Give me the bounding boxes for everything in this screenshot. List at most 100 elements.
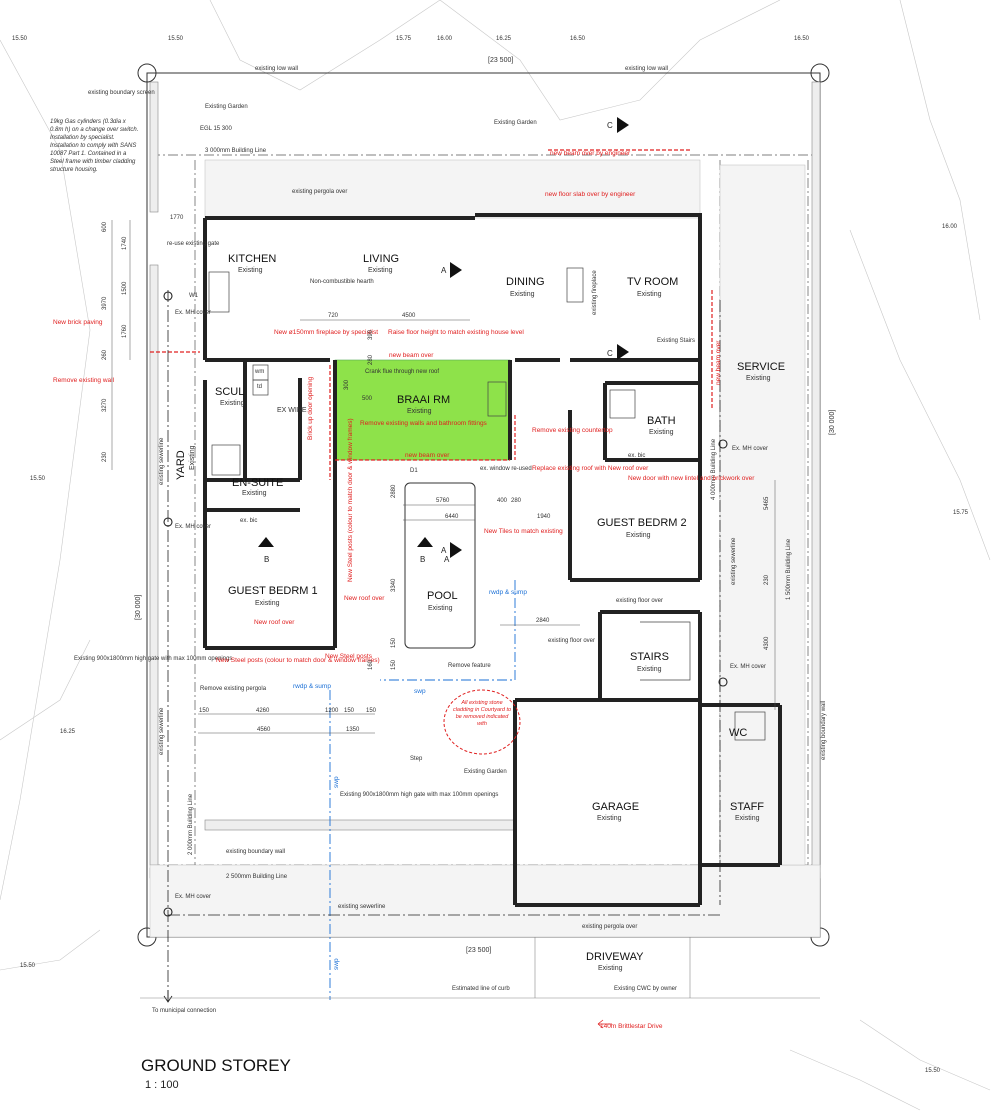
room-status: Existing: [220, 400, 245, 407]
drainage-lines: [329, 580, 516, 1000]
dimension: 150: [344, 708, 355, 714]
room-name: DRIVEWAY: [586, 951, 644, 963]
dimension: 5465: [764, 496, 770, 510]
note: td: [257, 384, 262, 390]
note: existing low wall: [625, 66, 668, 72]
red-note: New door with new lintel and brickwork o…: [628, 475, 755, 482]
room-status: Existing: [637, 291, 662, 298]
red-note: New Steel posts: [325, 653, 373, 660]
note: D1: [410, 468, 418, 474]
note: existing sewerline: [338, 904, 386, 910]
blue-note: rwdp & sump: [293, 683, 331, 690]
room-name: EN-SUITE: [232, 477, 283, 489]
note: wm: [254, 369, 264, 375]
red-note: Raise floor height to match existing hou…: [388, 329, 524, 336]
room-status: Existing: [255, 600, 280, 607]
drawing-title: GROUND STOREY: [141, 1056, 291, 1075]
dimension: 2840: [536, 618, 550, 624]
room-status: Existing: [598, 965, 623, 972]
site-depth-right: [30 000]: [829, 410, 836, 435]
note: Existing Garden: [494, 120, 537, 126]
dimension: 260: [102, 349, 108, 360]
red-note: New roof over: [254, 619, 295, 626]
room-name: GUEST BEDRM 1: [228, 585, 318, 597]
room-name: STAFF: [730, 801, 764, 813]
dimension: 160: [368, 659, 374, 670]
contour-label: 15.50: [168, 36, 184, 42]
contour-label: 15.50: [925, 1068, 941, 1074]
note: Ex. MH cover: [730, 664, 766, 670]
dimension: 400: [497, 498, 508, 504]
note: ex. bic: [628, 453, 645, 459]
contour-label: 16.25: [496, 36, 512, 42]
red-note: New Steel posts (colour to match door & …: [347, 418, 354, 582]
stone-cladding-note: All existing stone cladding in Courtyard…: [452, 700, 512, 727]
red-note: new beam over: [389, 352, 434, 359]
dimension: 300: [344, 379, 350, 390]
room-name: YARD: [175, 450, 187, 480]
section-label: A: [441, 546, 447, 555]
room-status: Existing: [597, 815, 622, 822]
note: W1: [189, 293, 199, 299]
section-labels: A A A B B C C: [264, 121, 613, 564]
dimension: 390: [368, 329, 374, 340]
dimension: 230: [102, 451, 108, 462]
red-note: New brick paving: [53, 319, 103, 326]
room-status: Existing: [189, 445, 196, 470]
red-note: Replace existing roof with New roof over: [532, 465, 649, 472]
dimension: 720: [328, 313, 339, 319]
room-labels: KITCHEN Existing LIVING Existing DINING …: [175, 253, 785, 972]
dimension: 600: [102, 221, 108, 232]
room-name: TV ROOM: [627, 276, 678, 288]
note: Ex. MH cover: [175, 524, 211, 530]
contour-label: 15.75: [953, 510, 969, 516]
dimension: 5760: [436, 498, 450, 504]
site-depth-left: [30 000]: [135, 595, 142, 620]
note: existing low wall: [255, 66, 298, 72]
dimension: 230: [764, 574, 770, 585]
note: 2 500mm Building Line: [226, 874, 288, 880]
note: Ex. MH cover: [175, 310, 211, 316]
section-label: A: [444, 555, 450, 564]
note: ex. bic: [240, 518, 257, 524]
drainage-notes: rwdp & sump rwdp & sump swp swp swp: [293, 589, 527, 970]
red-note: new beam over by engineer: [550, 150, 631, 157]
section-label: C: [607, 349, 613, 358]
new-works-lines: [150, 149, 713, 480]
room-status: Existing: [242, 490, 267, 497]
dimension: 1940: [537, 514, 551, 520]
dimension: 150: [391, 637, 397, 648]
contour-label: 15.50: [20, 963, 36, 969]
room-name: BATH: [647, 415, 676, 427]
room-name: WC: [729, 727, 747, 739]
blue-note: swp: [333, 958, 340, 970]
note: 3 000mm Building Line: [205, 148, 267, 154]
dimension: 6440: [445, 514, 459, 520]
room-name: SCUL: [215, 386, 244, 398]
direction-arrows: [597, 1019, 612, 1029]
note: Remove feature: [448, 663, 491, 669]
room-status: Existing: [746, 375, 771, 382]
contour-label: 16.00: [437, 36, 453, 42]
contour-label: 16.00: [942, 224, 958, 230]
municipal-arrow: [163, 990, 173, 1003]
dimension: 1200: [325, 708, 339, 714]
note: Remove existing pergola: [200, 686, 267, 692]
blue-note: swp: [333, 776, 340, 788]
red-note: new floor slab over by engineer: [545, 191, 636, 198]
note: Estimated line of curb: [452, 986, 510, 992]
note: EGL 15 300: [200, 126, 232, 132]
note: Existing 900x1800mm high gate with max 1…: [74, 656, 232, 662]
note: 2 000mm Building Line: [188, 793, 194, 855]
note: Crank flue through new roof: [365, 369, 439, 375]
dimension: 4500: [402, 313, 416, 319]
paved-areas: [149, 159, 821, 938]
red-note: New Steel posts (colour to match door & …: [216, 657, 380, 664]
room-status: Existing: [626, 532, 651, 539]
red-note: Remove existing countertop: [532, 427, 613, 434]
dimension: 280: [511, 498, 522, 504]
red-note: new beam over: [715, 340, 722, 385]
room-name: EX WINE: [277, 407, 307, 414]
room-status: Existing: [407, 408, 432, 415]
dimension: 1350: [346, 727, 360, 733]
